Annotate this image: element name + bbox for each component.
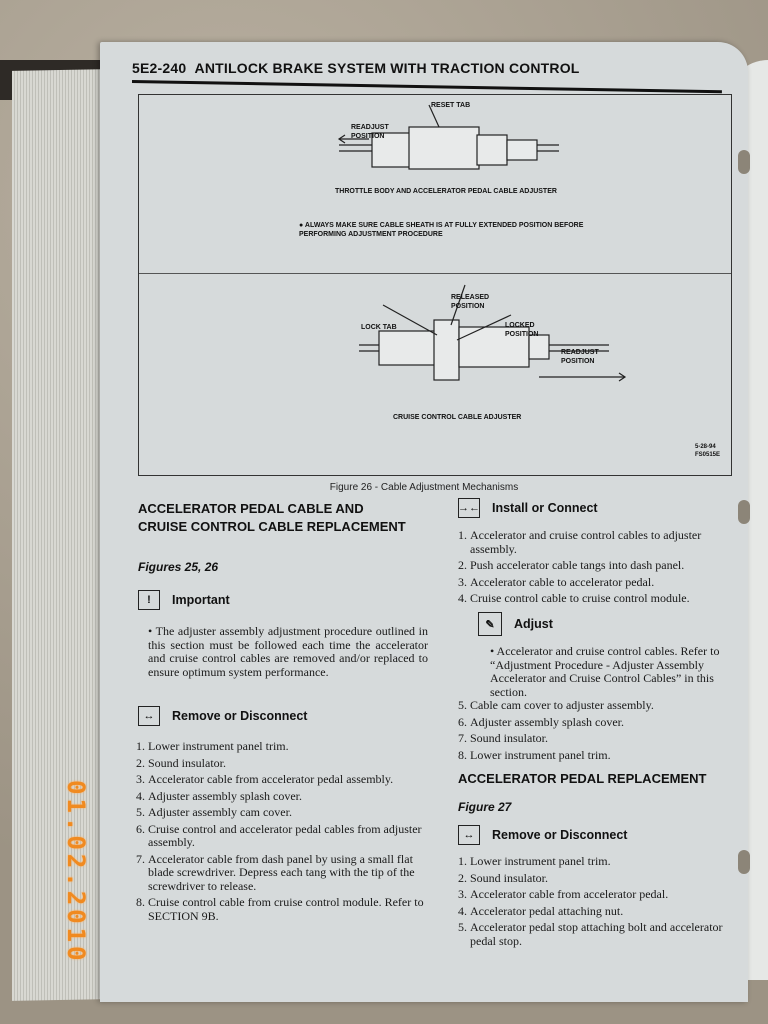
section-code: 5E2-240 bbox=[132, 60, 187, 76]
important-label: Important bbox=[172, 593, 230, 607]
manual-page bbox=[100, 42, 748, 1002]
cable-adjuster-drawings bbox=[337, 104, 627, 382]
remove-label: Remove or Disconnect bbox=[492, 828, 628, 842]
step: Lower instrument panel trim. bbox=[470, 854, 737, 869]
header-title: ANTILOCK BRAKE SYSTEM WITH TRACTION CONT… bbox=[194, 60, 580, 76]
figure-27-reference: Figure 27 bbox=[458, 800, 512, 814]
section-title-cable-replacement: ACCELERATOR PEDAL CABLE AND CRUISE CONTR… bbox=[138, 501, 406, 534]
remove-label: Remove or Disconnect bbox=[172, 709, 308, 723]
label-lock-tab: LOCK TAB bbox=[361, 324, 397, 331]
step: Sound insulator. bbox=[148, 756, 428, 771]
remove-steps-left: Lower instrument panel trim. Sound insul… bbox=[130, 739, 428, 926]
important-heading: ! Important bbox=[138, 590, 230, 610]
book-page-edges bbox=[12, 69, 107, 1001]
figure-26: RESET TAB READJUST POSITION THROTTLE BOD… bbox=[138, 94, 732, 476]
install-arrows-icon: →← bbox=[458, 498, 480, 518]
step: Adjuster assembly splash cover. bbox=[148, 789, 428, 804]
exclamation-icon: ! bbox=[138, 590, 160, 610]
install-heading: →← Install or Connect bbox=[458, 498, 598, 518]
important-text: • The adjuster assembly adjustment proce… bbox=[148, 624, 429, 679]
adjust-text: • Accelerator and cruise control cables.… bbox=[490, 644, 720, 699]
sheath-note-text: ALWAYS MAKE SURE CABLE SHEATH IS AT FULL… bbox=[299, 222, 584, 238]
step: Push accelerator cable tangs into dash p… bbox=[470, 558, 737, 573]
wrench-icon: ✎ bbox=[478, 612, 502, 636]
step: Accelerator cable to accelerator pedal. bbox=[470, 575, 737, 590]
adjust-text-body: Accelerator and cruise control cables. R… bbox=[490, 644, 720, 699]
label-locked-position: LOCKED POSITION bbox=[505, 322, 539, 338]
install-steps: Accelerator and cruise control cables to… bbox=[452, 528, 737, 609]
remove-heading-right: ↔ Remove or Disconnect bbox=[458, 825, 627, 845]
step: Cruise control and accelerator pedal cab… bbox=[148, 822, 428, 850]
step: Accelerator pedal attaching nut. bbox=[470, 904, 737, 919]
label-reset-tab: RESET TAB bbox=[431, 102, 471, 109]
install-label: Install or Connect bbox=[492, 501, 598, 515]
install-steps-continued: Cable cam cover to adjuster assembly. Ad… bbox=[452, 698, 737, 765]
step: Cruise control cable from cruise control… bbox=[148, 895, 428, 923]
label-sheath-note: ● ALWAYS MAKE SURE CABLE SHEATH IS AT FU… bbox=[299, 222, 584, 238]
step: Accelerator cable from accelerator pedal… bbox=[470, 887, 737, 902]
step: Accelerator pedal stop attaching bolt an… bbox=[470, 920, 737, 948]
binder-hole bbox=[738, 150, 750, 174]
figure-ref-code: FS0515E bbox=[695, 452, 721, 458]
step: Cable cam cover to adjuster assembly. bbox=[470, 698, 737, 713]
step: Sound insulator. bbox=[470, 731, 737, 746]
remove-arrows-icon: ↔ bbox=[138, 706, 160, 726]
step: Lower instrument panel trim. bbox=[470, 748, 737, 763]
step: Lower instrument panel trim. bbox=[148, 739, 428, 754]
remove-heading-left: ↔ Remove or Disconnect bbox=[138, 706, 307, 726]
section-title-pedal-replacement: ACCELERATOR PEDAL REPLACEMENT bbox=[458, 771, 707, 786]
important-text-body: The adjuster assembly adjustment procedu… bbox=[148, 624, 429, 679]
step: Adjuster assembly splash cover. bbox=[470, 715, 737, 730]
remove-steps-right: Lower instrument panel trim. Sound insul… bbox=[452, 854, 737, 951]
figure-caption: Figure 26 - Cable Adjustment Mechanisms bbox=[329, 482, 519, 493]
figures-reference: Figures 25, 26 bbox=[138, 560, 219, 574]
adjust-label: Adjust bbox=[514, 617, 553, 631]
page-header: 5E2-240 ANTILOCK BRAKE SYSTEM WITH TRACT… bbox=[132, 60, 580, 76]
step: Accelerator cable from dash panel by usi… bbox=[148, 852, 428, 894]
step: Sound insulator. bbox=[470, 871, 737, 886]
step: Cruise control cable to cruise control m… bbox=[470, 591, 737, 606]
figure-ref-date: 5-28-94 bbox=[695, 444, 716, 450]
camera-date-stamp: 01.02.2010 bbox=[62, 780, 90, 965]
binder-hole bbox=[738, 850, 750, 874]
step: Adjuster assembly cam cover. bbox=[148, 805, 428, 820]
remove-arrows-icon: ↔ bbox=[458, 825, 480, 845]
figure-divider bbox=[139, 273, 731, 274]
label-readjust-position-top: READJUST POSITION bbox=[351, 124, 389, 140]
label-released-position: RELEASED POSITION bbox=[451, 294, 490, 310]
step: Accelerator cable from accelerator pedal… bbox=[148, 772, 428, 787]
step: Accelerator and cruise control cables to… bbox=[470, 528, 737, 556]
adjust-heading: ✎ Adjust bbox=[478, 612, 553, 636]
label-readjust-position-bottom: READJUST POSITION bbox=[561, 349, 599, 365]
binder-hole bbox=[738, 500, 750, 524]
label-cruise-adjuster: CRUISE CONTROL CABLE ADJUSTER bbox=[393, 414, 522, 421]
label-throttle-adjuster: THROTTLE BODY AND ACCELERATOR PEDAL CABL… bbox=[335, 188, 557, 195]
